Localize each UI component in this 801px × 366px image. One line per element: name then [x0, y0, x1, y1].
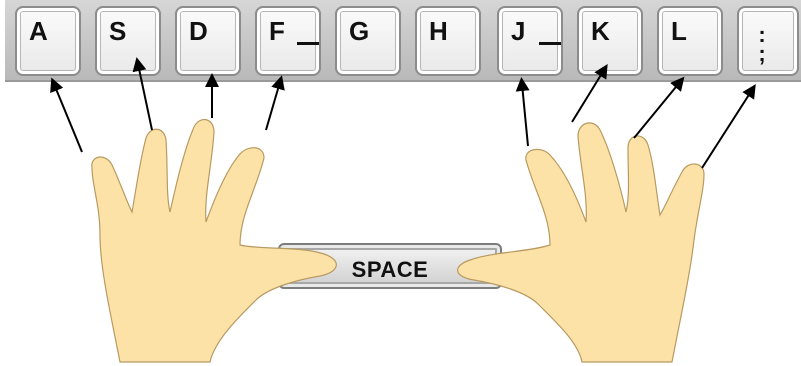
arrow-ring-to-s [138, 64, 152, 130]
arrow-index-to-j [522, 84, 528, 146]
arrow-middle-to-k [572, 70, 604, 122]
arrow-index-to-f [266, 82, 280, 130]
arrow-ring-to-l [634, 82, 680, 138]
arrow-pinky-to-a [54, 84, 82, 152]
left-hand [92, 120, 337, 362]
arrow-pinky-to-semicolon [702, 90, 752, 168]
right-hand [458, 123, 704, 362]
